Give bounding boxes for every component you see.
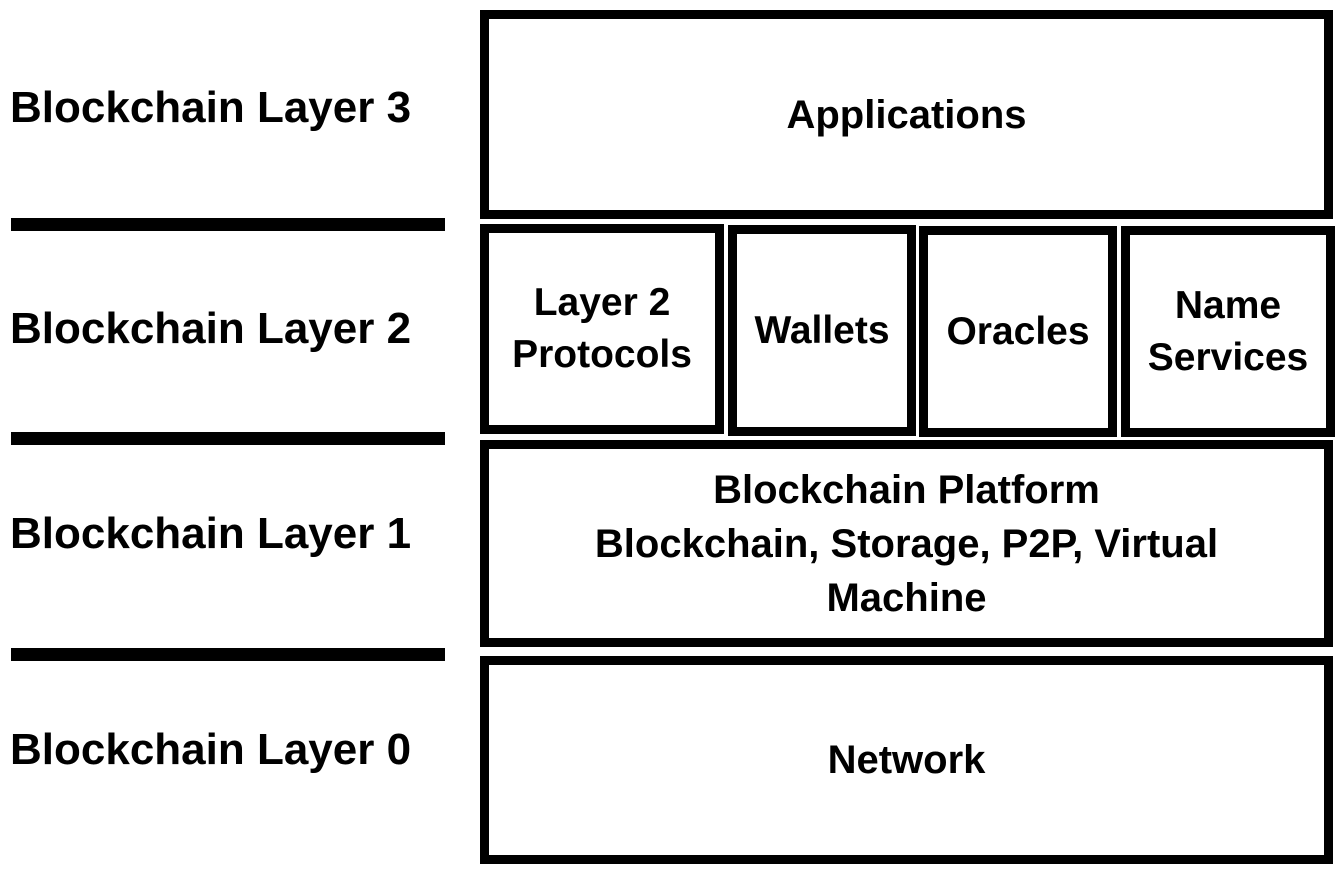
layer-label-1: Blockchain Layer 1 [10,509,412,558]
blockchain-platform-components: Blockchain, Storage, P2P, Virtual [594,521,1219,566]
layer2-protocols-label-line1: Layer 2 [533,281,671,324]
layer-label-0: Blockchain Layer 0 [10,725,412,774]
applications-box: Applications [480,10,1333,219]
network-label: Network [827,738,986,782]
layer-divider-2-1 [11,432,445,445]
name-services-box: Name Services [1121,226,1335,437]
name-services-label-line1: Name [1174,283,1282,327]
blockchain-platform-components-cont: Machine [826,575,987,620]
layer-label-2: Blockchain Layer 2 [10,304,412,353]
network-box: Network [480,656,1333,864]
layer2-protocols-box: Layer 2 Protocols [480,224,724,434]
oracles-label: Oracles [946,309,1090,353]
wallets-label: Wallets [754,308,890,352]
blockchain-platform-title: Blockchain Platform [713,467,1100,512]
applications-label: Applications [786,92,1027,137]
layer2-protocols-label-line2: Protocols [512,333,692,376]
layer-label-3: Blockchain Layer 3 [10,83,412,132]
oracles-box: Oracles [919,226,1117,437]
blockchain-platform-box: Blockchain Platform Blockchain, Storage,… [480,440,1333,647]
wallets-box: Wallets [728,225,916,436]
name-services-label-line2: Services [1147,335,1309,379]
layer-divider-1-0 [11,648,445,661]
layer-divider-3-2 [11,218,445,231]
